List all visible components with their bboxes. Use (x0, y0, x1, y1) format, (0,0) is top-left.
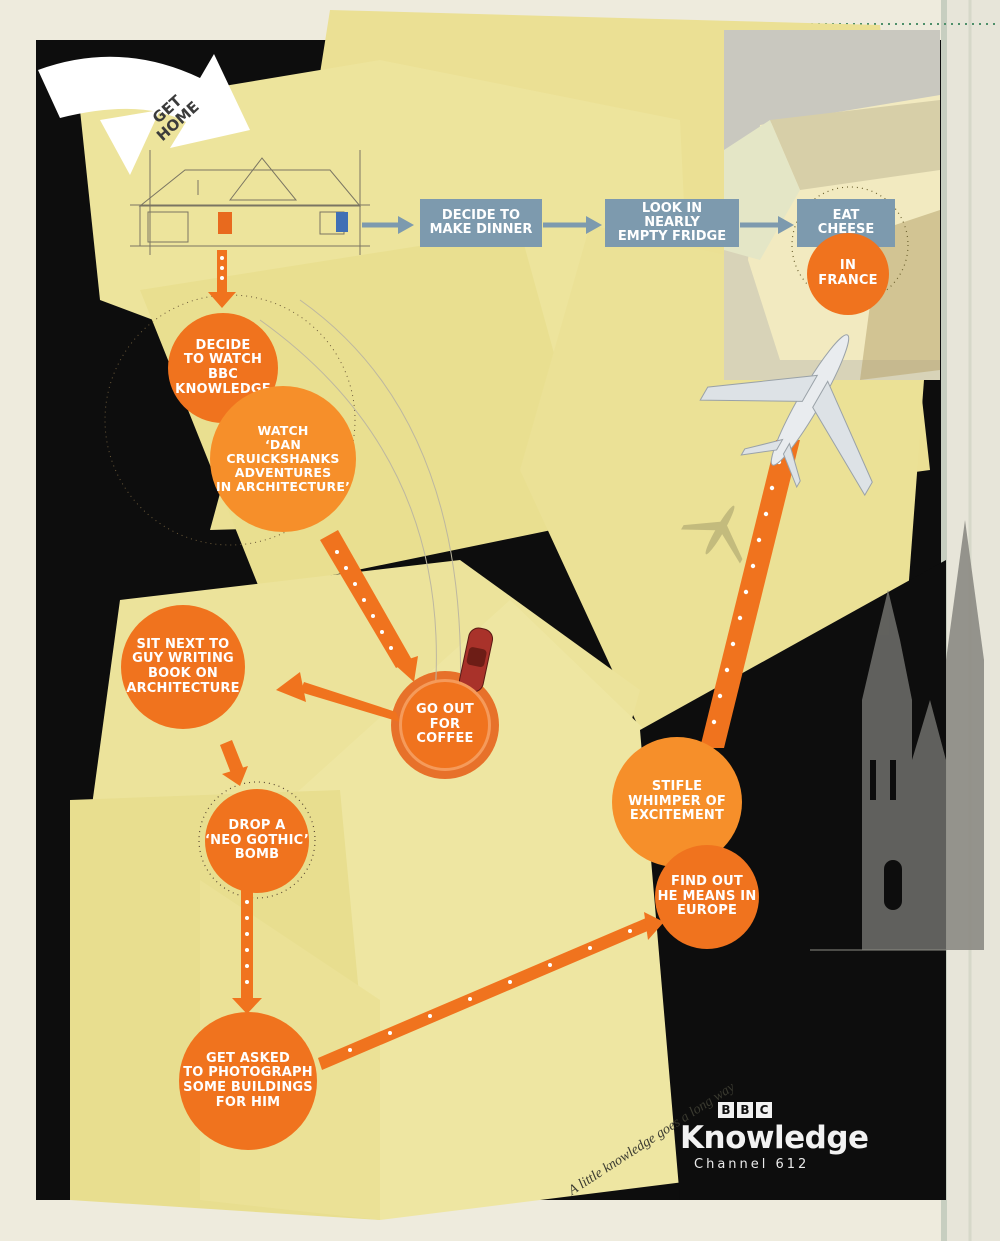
orbit-ring (104, 294, 356, 546)
cathedral-icon (862, 520, 984, 950)
blue-connectors (362, 216, 794, 234)
channel-label: Channel 612 (694, 1157, 810, 1172)
bbc-logo: B B C (718, 1102, 772, 1118)
orange-connectors (208, 250, 800, 1070)
house-door (218, 212, 232, 234)
house-window (336, 212, 348, 232)
connector-dots (220, 256, 782, 1052)
car-icon (458, 627, 494, 693)
watch-show-node: WATCH ‘DAN CRUICKSHANKS ADVENTURES IN AR… (210, 386, 356, 532)
go-coffee-node: GO OUT FOR COFFEE (399, 679, 491, 771)
house-sketch-icon (130, 150, 370, 255)
bbc-letter: C (756, 1102, 772, 1118)
stifle-node: STIFLE WHIMPER OF EXCITEMENT (612, 737, 742, 867)
airplane-shadow (681, 505, 743, 564)
in-france-node: IN FRANCE (807, 233, 889, 315)
airplane-icon (699, 334, 873, 497)
bomb-ring (198, 781, 316, 899)
look-fridge-box: LOOK IN NEARLY EMPTY FRIDGE (605, 199, 739, 247)
sketch-arc (299, 299, 462, 701)
drop-bomb-node: DROP A ‘NEO GOTHIC’ BOMB (205, 789, 309, 893)
sit-next-node: SIT NEXT TO GUY WRITING BOOK ON ARCHITEC… (121, 605, 245, 729)
bbc-letter: B (718, 1102, 734, 1118)
bbc-letter: B (737, 1102, 753, 1118)
decide-dinner-box: DECIDE TO MAKE DINNER (420, 199, 542, 247)
sketch-arc-2 (259, 319, 437, 741)
find-out-node: FIND OUT HE MEANS IN EUROPE (655, 845, 759, 949)
brand-name: Knowledge (680, 1120, 869, 1156)
curved-arrow-icon (38, 54, 250, 148)
arrow-tip (100, 110, 160, 175)
get-asked-node: GET ASKED TO PHOTOGRAPH SOME BUILDINGS F… (179, 1012, 317, 1150)
